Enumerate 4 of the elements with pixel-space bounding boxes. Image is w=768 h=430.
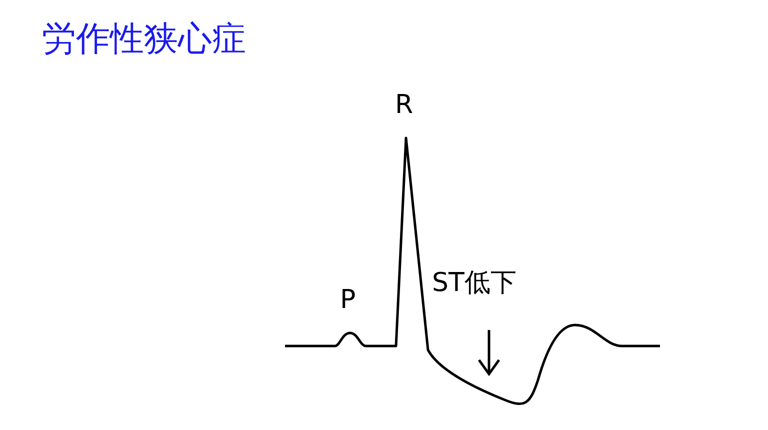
wave-label: P bbox=[340, 287, 356, 313]
wave-label: R bbox=[395, 92, 414, 118]
segment-label: ST低下 bbox=[432, 270, 516, 296]
title: 労作性狭心症 bbox=[42, 22, 246, 56]
